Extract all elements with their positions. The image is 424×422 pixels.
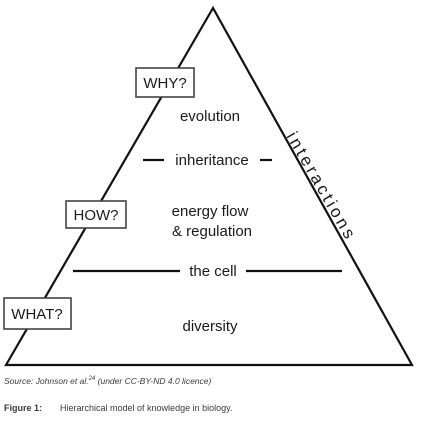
source-credit: Source: Johnson et al.24 (under CC-BY-ND… — [4, 376, 211, 386]
interactions-label: interactions — [283, 129, 361, 245]
tier-inheritance: inheritance — [175, 152, 248, 169]
source-suffix: (under CC-BY-ND 4.0 licence) — [95, 376, 212, 386]
how-question-box: HOW? — [65, 200, 127, 229]
pyramid-diagram: WHY? HOW? WHAT? evolution inheritance en… — [3, 5, 414, 367]
why-question-box: WHY? — [135, 67, 195, 98]
source-reference: 24 — [88, 376, 96, 383]
what-question-box: WHAT? — [3, 297, 72, 330]
figure-number: Figure 1: — [4, 403, 43, 413]
what-label: WHAT? — [11, 306, 62, 323]
pyramid-outline — [4, 5, 414, 367]
caption-text: Hierarchical model of knowledge in biolo… — [60, 403, 233, 413]
source-prefix: Source: Johnson et al. — [4, 376, 89, 386]
figure-caption: Figure 1: Hierarchical model of knowledge… — [4, 403, 232, 413]
how-label: HOW? — [74, 207, 119, 224]
tier-energy-flow: energy flow — [172, 203, 249, 220]
why-label: WHY? — [143, 75, 186, 92]
tier-the-cell: the cell — [189, 263, 237, 280]
tier-regulation: & regulation — [172, 223, 252, 240]
tier-diversity: diversity — [182, 318, 238, 335]
tier-evolution: evolution — [180, 108, 240, 125]
